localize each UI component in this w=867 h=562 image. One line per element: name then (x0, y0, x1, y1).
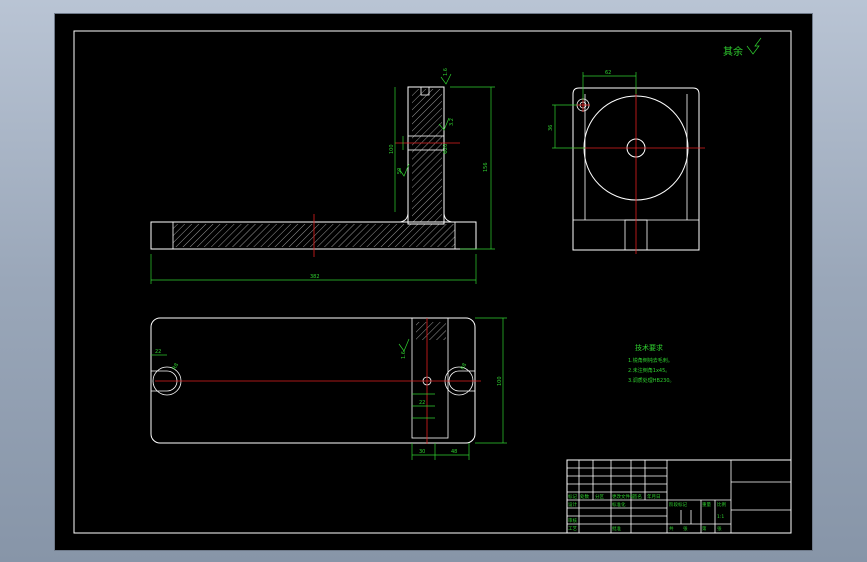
top-small-text: 22 (419, 400, 425, 406)
side-view: 62 36 (548, 70, 705, 254)
tb-row2-4: 比例 (717, 501, 726, 508)
tb-row2-1: 标准化 (612, 501, 626, 508)
roughness-a-text: 1.6 (443, 68, 449, 76)
front-height-text: 156 (483, 162, 489, 172)
tb-row3-4: 张 (683, 525, 688, 532)
slot-right-text: R8 (460, 362, 469, 371)
side-width-text: 62 (605, 70, 611, 76)
top-view: 100 30 48 22 22 R8 R8 1.6 (150, 317, 507, 460)
front-view: 382 156 100 50 Φ20 1.6 3.2 (150, 68, 495, 284)
tech-req-line-1: 1.锐角倒钝去毛刺。 (628, 357, 673, 364)
technical-requirements: 技术要求 1.锐角倒钝去毛刺。 2.未注倒角1x45。 3.调质处理HB230。 (628, 343, 675, 384)
tb-row2-3: 重量 (702, 501, 711, 508)
roughness-symbol (746, 37, 762, 55)
tech-req-line-3: 3.调质处理HB230。 (628, 377, 675, 384)
front-length-text: 382 (310, 274, 320, 280)
tb-row3-0: 审核 (568, 517, 577, 524)
tb-row3-3: 共 (669, 525, 674, 532)
roughness-top-text: 1.6 (401, 351, 407, 359)
front-upper-text: 100 (389, 144, 395, 154)
roughness-note: 其余 (723, 45, 743, 58)
top-48-text: 48 (451, 449, 457, 455)
front-upright-hatch (412, 89, 442, 222)
front-bore-text: Φ20 (443, 144, 449, 154)
top-upright (411, 317, 449, 439)
tb-row3-6: 张 (717, 525, 722, 532)
tb-label-4: 签名 (633, 493, 642, 500)
top-outline (150, 317, 476, 444)
tb-row2-0: 设计 (568, 501, 577, 508)
top-30-text: 30 (419, 449, 425, 455)
side-height-text: 36 (548, 125, 554, 131)
tb-row2-2: 阶段标记 (669, 501, 687, 508)
tb-label-2: 分区 (595, 493, 604, 500)
drawing-sheet: 其余 382 156 (55, 14, 812, 550)
title-block: 标记 处数 分区 更改文件号 签名 年月日 设计 标准化 阶段标记 重量 比例 … (566, 459, 792, 534)
side-outline (572, 87, 700, 251)
slot-left-text: R8 (172, 362, 181, 371)
roughness-b-text: 3.2 (449, 118, 455, 126)
tb-row3-1: 工艺 (568, 526, 577, 532)
tech-req-title: 技术要求 (635, 343, 663, 352)
tech-req-line-2: 2.未注倒角1x45。 (628, 367, 670, 374)
tb-label-5: 年月日 (647, 493, 661, 500)
cad-drawing: 其余 382 156 (73, 30, 792, 534)
inner-border (73, 30, 792, 534)
title-block-frame (566, 459, 792, 534)
tb-row3-5: 第 (702, 525, 707, 532)
tb-label-0: 标记 (568, 493, 577, 500)
top-small-left-text: 22 (155, 349, 161, 355)
tb-label-1: 处数 (580, 493, 589, 500)
top-width-text: 100 (497, 376, 503, 386)
tb-label-3: 更改文件号 (612, 493, 635, 500)
tb-row3-2: 批准 (612, 525, 621, 532)
tb-scale: 1:1 (717, 514, 724, 520)
